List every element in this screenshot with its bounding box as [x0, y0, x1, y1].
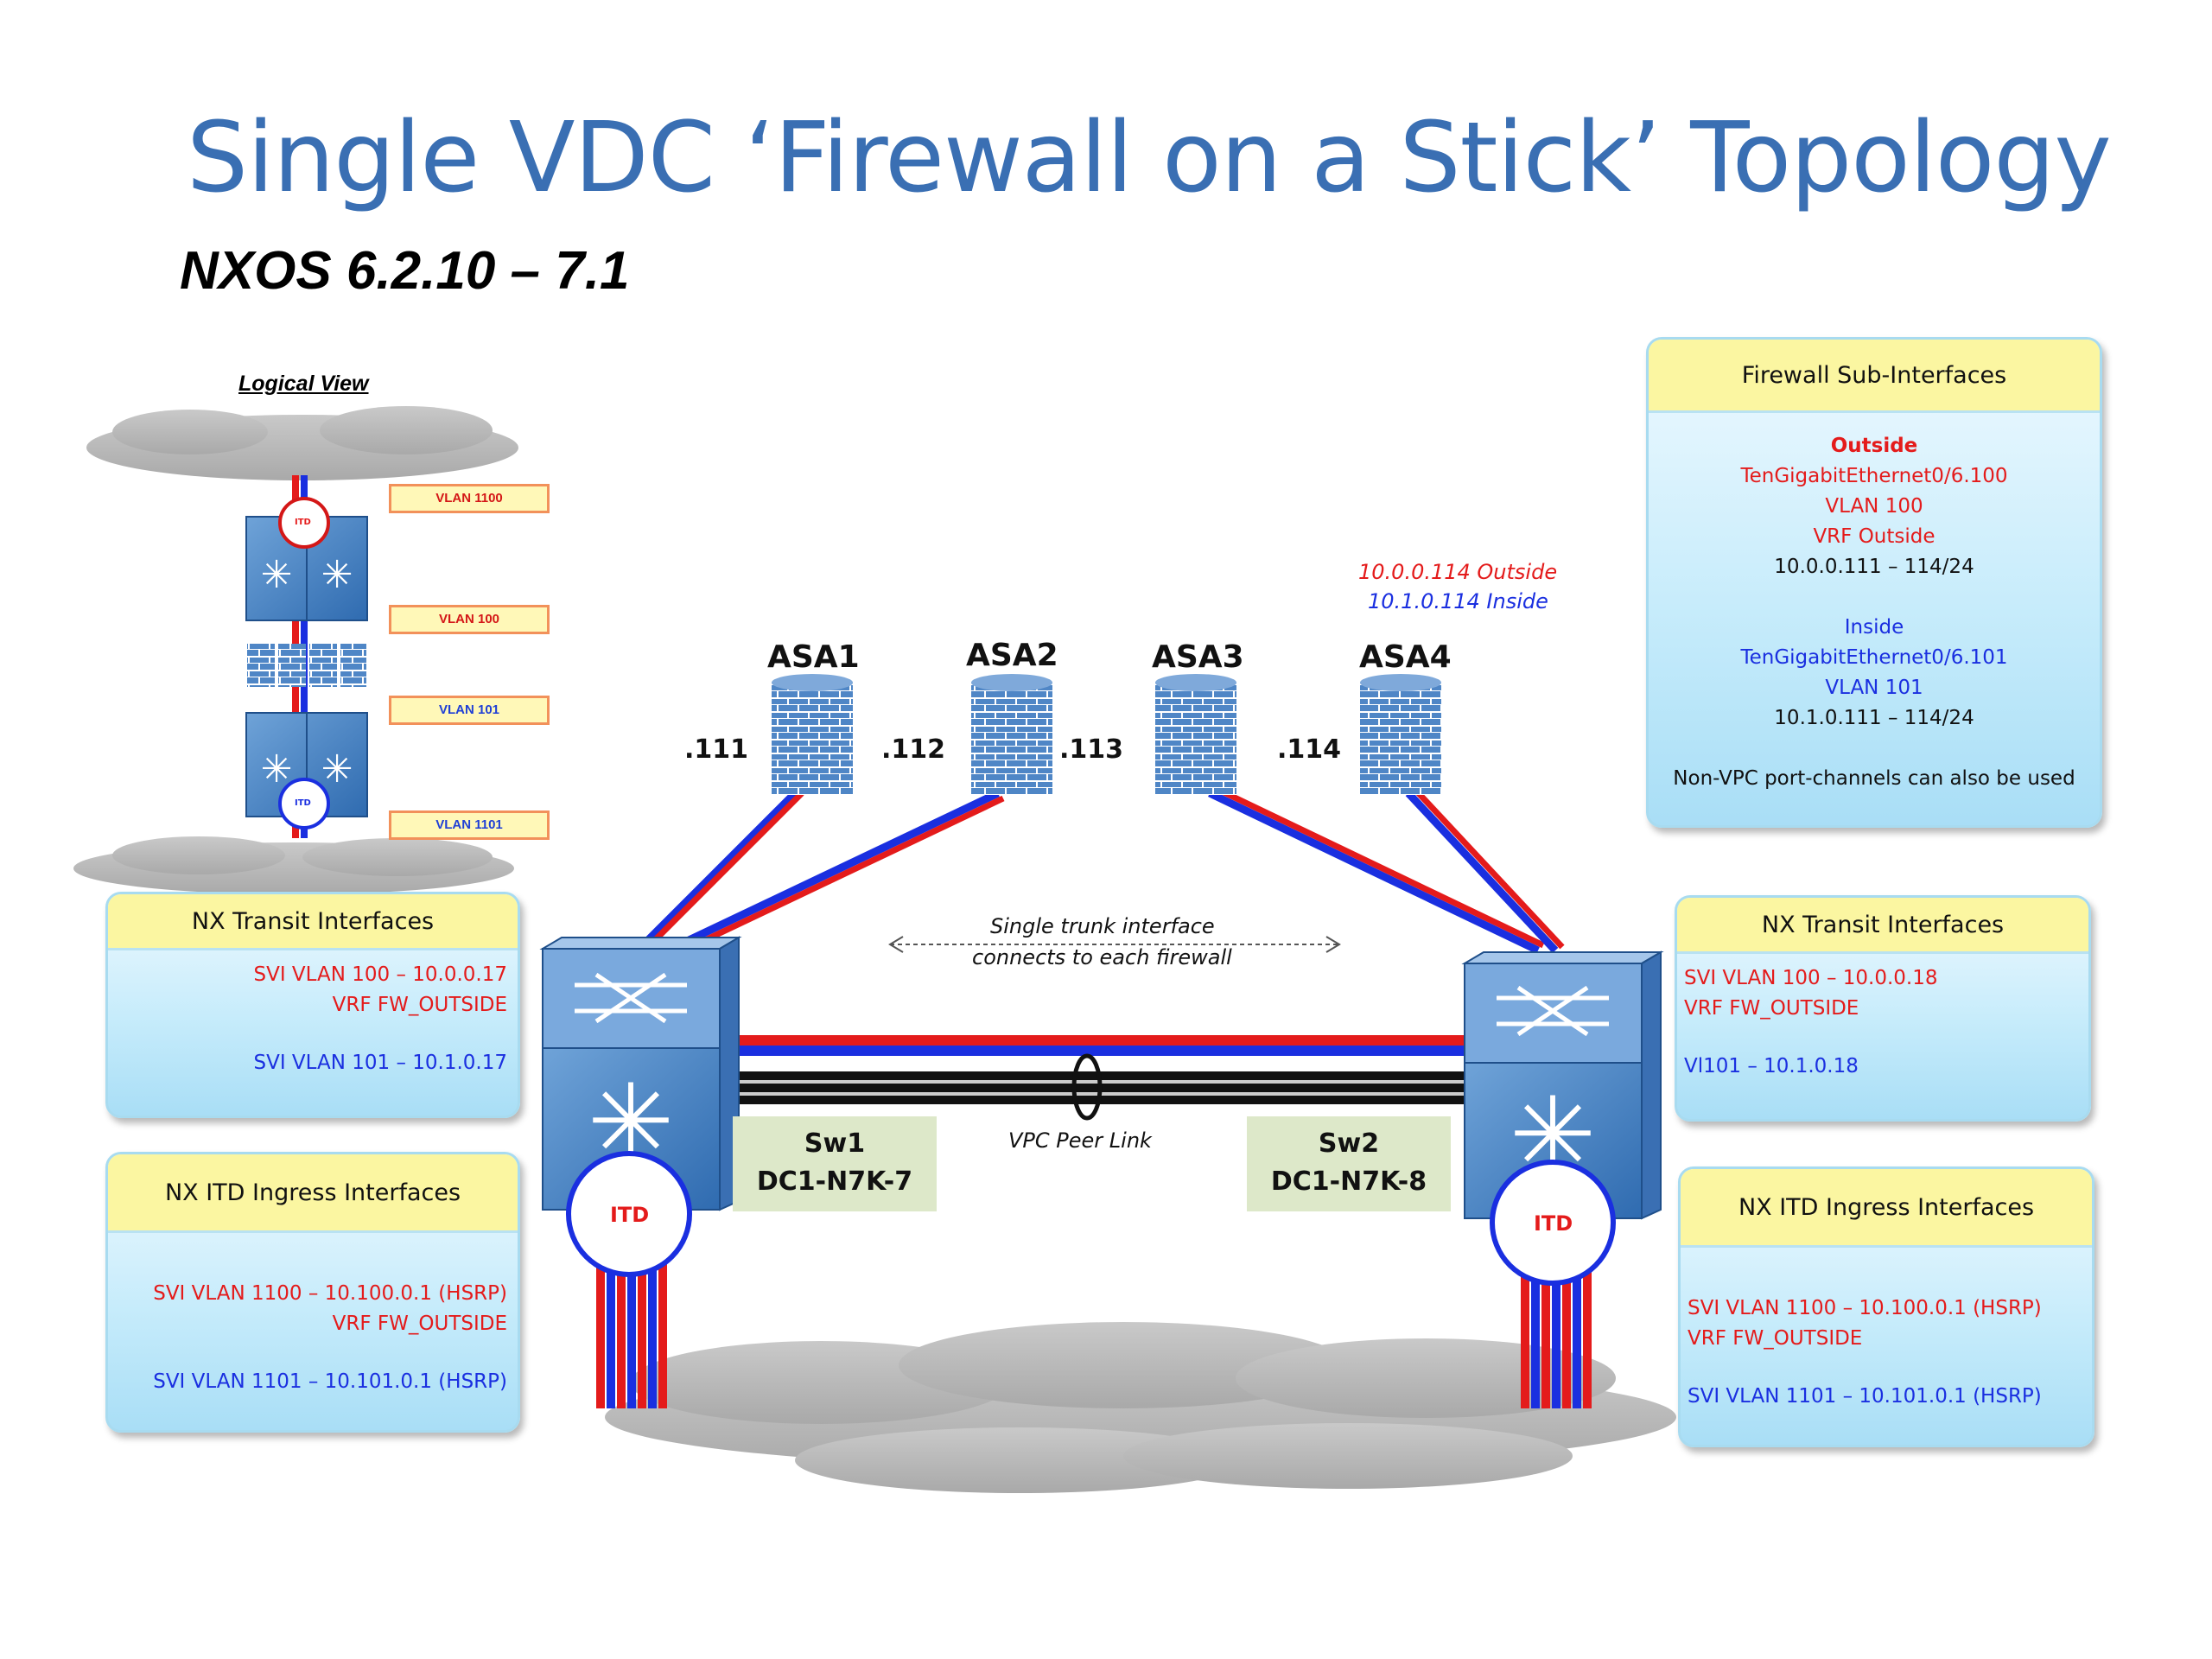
left-itd-panel: NX ITD Ingress Interfaces SVI VLAN 1100 …: [105, 1152, 520, 1433]
bottom-cloud: [605, 1322, 1676, 1493]
fw-inside-range: 10.1.0.111 – 114/24: [1774, 707, 1974, 729]
left-transit-vrf: VRF FW_OUTSIDE: [332, 994, 507, 1016]
page-subtitle: NXOS 6.2.10 – 7.1: [180, 241, 630, 301]
left-transit-svi100: SVI VLAN 100 – 10.0.0.17: [253, 963, 507, 986]
svg-text:✳: ✳: [261, 748, 293, 791]
sw1-label-box: Sw1 DC1-N7K-7: [733, 1116, 937, 1211]
asa4-firewall-icon[interactable]: [1360, 674, 1441, 795]
asa1-ip: .111: [684, 734, 749, 765]
asa3-firewall-icon[interactable]: [1155, 674, 1236, 795]
sw1-host: DC1-N7K-7: [756, 1166, 913, 1197]
right-transit-svi100: SVI VLAN 100 – 10.0.0.18: [1684, 967, 1938, 989]
left-itd-header: NX ITD Ingress Interfaces: [108, 1154, 518, 1233]
left-transit-panel: NX Transit Interfaces SVI VLAN 100 – 10.…: [105, 892, 520, 1118]
fw-outside-interface: TenGigabitEthernet0/6.100: [1740, 465, 2008, 487]
sw1-name: Sw1: [804, 1128, 866, 1159]
right-transit-vrf: VRF FW_OUTSIDE: [1684, 997, 1859, 1020]
asa4-outside-note: 10.0.0.114 Outside: [1358, 560, 1558, 584]
asa1-label: ASA1: [767, 639, 860, 675]
logical-top-switch-icon: ✳ ✳: [245, 516, 368, 621]
logical-itd-top-circle: [278, 497, 330, 549]
vpc-peer-link: [717, 1053, 1469, 1121]
firewall-sub-interfaces-panel: Firewall Sub-Interfaces Outside TenGigab…: [1646, 337, 2102, 828]
vlan-tag-1100: VLAN 1100: [389, 484, 550, 513]
svg-text:✳: ✳: [261, 554, 293, 596]
logical-view-label: Logical View: [238, 372, 369, 396]
right-itd-vrf: VRF FW_OUTSIDE: [1688, 1327, 1863, 1350]
asa4-inside-note: 10.1.0.114 Inside: [1368, 589, 1548, 613]
fw-outside-range: 10.0.0.111 – 114/24: [1774, 556, 1974, 578]
vlan-tag-101: VLAN 101: [389, 696, 550, 725]
right-transit-header: NX Transit Interfaces: [1677, 898, 2088, 954]
asa4-ip: .114: [1277, 734, 1342, 765]
fw-outside-vlan: VLAN 100: [1825, 495, 1923, 518]
firewall-sub-interfaces-header: Firewall Sub-Interfaces: [1649, 340, 2100, 413]
sw2-downlinks: [1521, 1262, 1592, 1408]
fw-inside-title: Inside: [1844, 616, 1904, 639]
trunk-link: [717, 1035, 1469, 1056]
logical-top-cloud: [86, 406, 518, 480]
asa3-label: ASA3: [1152, 639, 1244, 675]
right-itd-header: NX ITD Ingress Interfaces: [1681, 1169, 2092, 1248]
logical-view-graphic: ✳ ✳ ✳ ✳: [73, 406, 518, 894]
sw2-name: Sw2: [1318, 1128, 1380, 1159]
vlan-tag-1101: VLAN 1101: [389, 810, 550, 840]
sw1-downlinks: [596, 1253, 667, 1408]
asa3-ip: .113: [1059, 734, 1124, 765]
fw-sub-footer: Non-VPC port-channels can also be used: [1673, 767, 2075, 790]
asa4-label: ASA4: [1359, 639, 1452, 675]
trunk-note-line2: connects to each firewall: [972, 945, 1232, 969]
left-transit-svi101: SVI VLAN 101 – 10.1.0.17: [253, 1052, 507, 1074]
logical-itd-bottom-circle: [278, 778, 330, 830]
fw-inside-interface: TenGigabitEthernet0/6.101: [1740, 646, 2008, 669]
fw-outside-vrf: VRF Outside: [1813, 525, 1936, 548]
left-itd-vrf: VRF FW_OUTSIDE: [332, 1313, 507, 1335]
asa1-firewall-icon[interactable]: [772, 674, 853, 795]
right-itd-svi1100: SVI VLAN 1100 – 10.100.0.1 (HSRP): [1688, 1297, 2042, 1319]
asa2-firewall-icon[interactable]: [971, 674, 1052, 795]
logical-bottom-switch-icon: ✳ ✳: [245, 712, 368, 817]
fw-inside-vlan: VLAN 101: [1825, 677, 1923, 699]
svg-text:✳: ✳: [321, 554, 353, 596]
firewall-uplinks: [634, 785, 1565, 961]
left-itd-svi1101: SVI VLAN 1101 – 10.101.0.1 (HSRP): [153, 1370, 507, 1393]
vlan-tag-100: VLAN 100: [389, 605, 550, 634]
logical-bottom-cloud: [73, 836, 514, 894]
sw2-itd-label: ITD: [1534, 1211, 1573, 1236]
sw1-itd-circle: [566, 1151, 692, 1277]
right-transit-vl101: Vl101 – 10.1.0.18: [1684, 1055, 1859, 1077]
logical-firewall-icons: [247, 644, 366, 687]
logical-itd-top-label: ITD: [295, 518, 311, 527]
logical-itd-bottom-label: ITD: [295, 798, 311, 808]
right-transit-panel: NX Transit Interfaces SVI VLAN 100 – 10.…: [1675, 895, 2091, 1122]
vpc-peer-link-label: VPC Peer Link: [1008, 1128, 1152, 1153]
sw2-host: DC1-N7K-8: [1270, 1166, 1427, 1197]
asa2-label: ASA2: [966, 638, 1058, 673]
page-title: Single VDC ‘Firewall on a Stick’ Topolog…: [187, 102, 2112, 214]
left-itd-svi1100: SVI VLAN 1100 – 10.100.0.1 (HSRP): [153, 1282, 507, 1305]
fw-outside-title: Outside: [1830, 435, 1918, 457]
right-itd-svi1101: SVI VLAN 1101 – 10.101.0.1 (HSRP): [1688, 1385, 2042, 1408]
sw1-itd-label: ITD: [610, 1203, 650, 1227]
asa2-ip: .112: [881, 734, 946, 765]
sw2-label-box: Sw2 DC1-N7K-8: [1247, 1116, 1451, 1211]
right-itd-panel: NX ITD Ingress Interfaces SVI VLAN 1100 …: [1678, 1166, 2094, 1447]
trunk-double-arrow: [888, 936, 1341, 953]
left-transit-header: NX Transit Interfaces: [108, 894, 518, 950]
svg-text:✳: ✳: [321, 748, 353, 791]
trunk-note-line1: Single trunk interface: [990, 914, 1215, 938]
sw2-itd-circle: [1490, 1160, 1616, 1286]
